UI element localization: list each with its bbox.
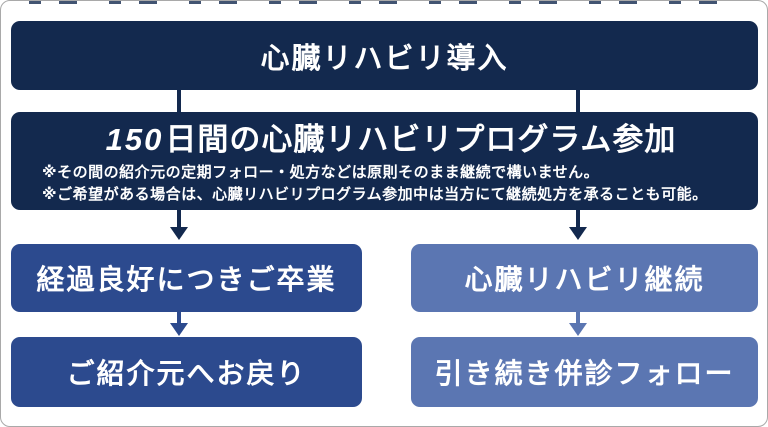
- arrow-head: [569, 227, 587, 240]
- program-days-number: 150: [105, 122, 164, 157]
- node-rehab-continue-label: 心臓リハビリ継続: [464, 264, 705, 295]
- arrow-stem: [177, 209, 181, 229]
- node-graduation-label: 経過良好につきご卒業: [36, 264, 337, 295]
- arrow-stem: [576, 312, 580, 325]
- cropped-content-artifact: [29, 1, 729, 4]
- node-return-referrer: ご紹介元へお戻り: [11, 337, 362, 407]
- node-rehab-intro: 心臓リハビリ導入: [11, 21, 758, 90]
- node-return-referrer-label: ご紹介元へお戻り: [66, 358, 307, 389]
- node-program-title: 150日間の心臓リハビリプログラム参加: [42, 118, 740, 162]
- arrow-head: [170, 323, 188, 336]
- program-note-2: ※ご希望がある場合は、心臓リハビリプログラム参加中は当方にて継続処方を承ることも…: [42, 186, 708, 203]
- program-title-text: 日間の心臓リハビリプログラム参加: [165, 122, 677, 157]
- node-graduation: 経過良好につきご卒業: [11, 244, 362, 312]
- node-follow-up: 引き続き併診フォロー: [411, 337, 758, 407]
- connector-line-left: [177, 89, 181, 113]
- connector-line-right: [576, 89, 580, 113]
- arrow-stem: [177, 312, 181, 325]
- arrow-stem: [576, 209, 580, 229]
- program-note-1: ※その間の紹介元の定期フォロー・処方などは原則そのまま継続で構いません。: [42, 164, 600, 181]
- node-follow-up-label: 引き続き併診フォロー: [434, 358, 735, 389]
- node-program: 150日間の心臓リハビリプログラム参加 ※その間の紹介元の定期フォロー・処方など…: [11, 112, 758, 210]
- node-rehab-continue: 心臓リハビリ継続: [411, 244, 758, 312]
- node-rehab-intro-label: 心臓リハビリ導入: [260, 42, 509, 75]
- arrow-head: [170, 227, 188, 240]
- arrow-head: [569, 323, 587, 336]
